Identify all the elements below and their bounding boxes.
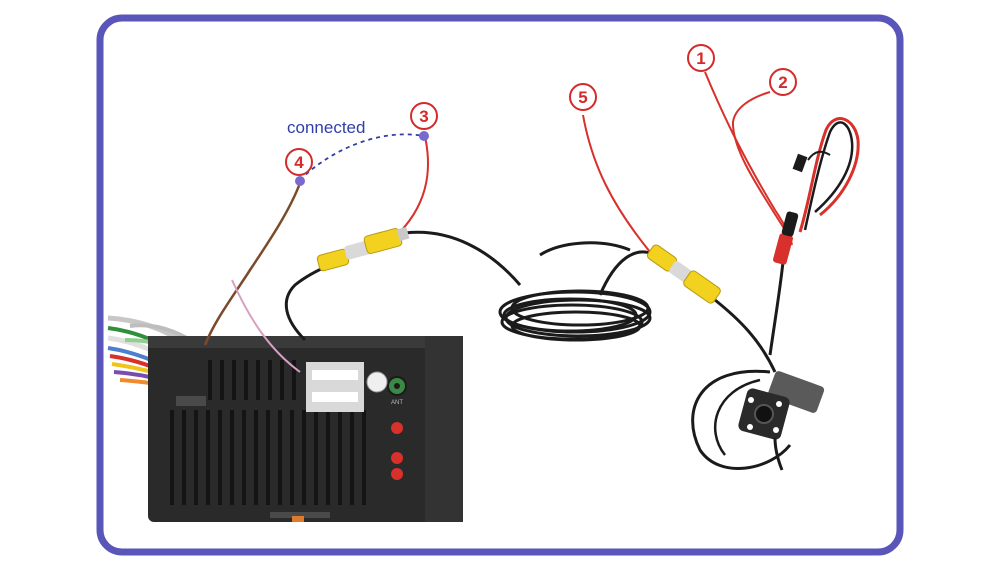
connected-label: connected [287,118,365,137]
av-connector-block [306,362,364,412]
callout-3: 3 [410,102,438,130]
callout-3-label: 3 [419,107,428,126]
rca-socket-red-2 [391,452,403,464]
reverse-signal-wire-red [399,131,429,233]
callout-4-label: 4 [294,153,304,172]
camera-video-cable [714,298,777,373]
coiled-extension-cable [498,289,652,342]
callout-2-wire [731,91,786,231]
head-unit: ANT [107,315,463,522]
camera-bracket [767,371,825,413]
callout-1-label: 1 [696,49,705,68]
power-connector [773,211,799,265]
reverse-trigger-wire-brown [203,182,302,346]
camera-power-leads [792,117,860,233]
callout-5-label: 5 [578,88,587,107]
rca-connector-pair-left [316,226,410,272]
callout-2: 2 [769,68,797,96]
callout-5-wire [582,114,651,253]
callout-4: 4 [285,148,313,176]
antenna-label: ANT [391,400,403,406]
wire-end-4 [295,176,305,186]
rca-connector-pair-right [647,244,721,304]
connected-dashed-line [299,133,425,181]
head-unit-video-lead [284,263,331,342]
rca-extension-cable [404,230,522,286]
rca-socket-red-1 [391,422,403,434]
backup-camera [738,371,825,471]
callout-2-label: 2 [778,73,787,92]
camera-lens-icon [754,404,774,424]
callout-1: 1 [687,44,715,72]
callout-5: 5 [569,83,597,111]
round-connector-icon [366,371,388,393]
rca-socket-red-3 [391,468,403,480]
camera-power-cable [768,261,785,356]
wire-end-3 [419,131,429,141]
